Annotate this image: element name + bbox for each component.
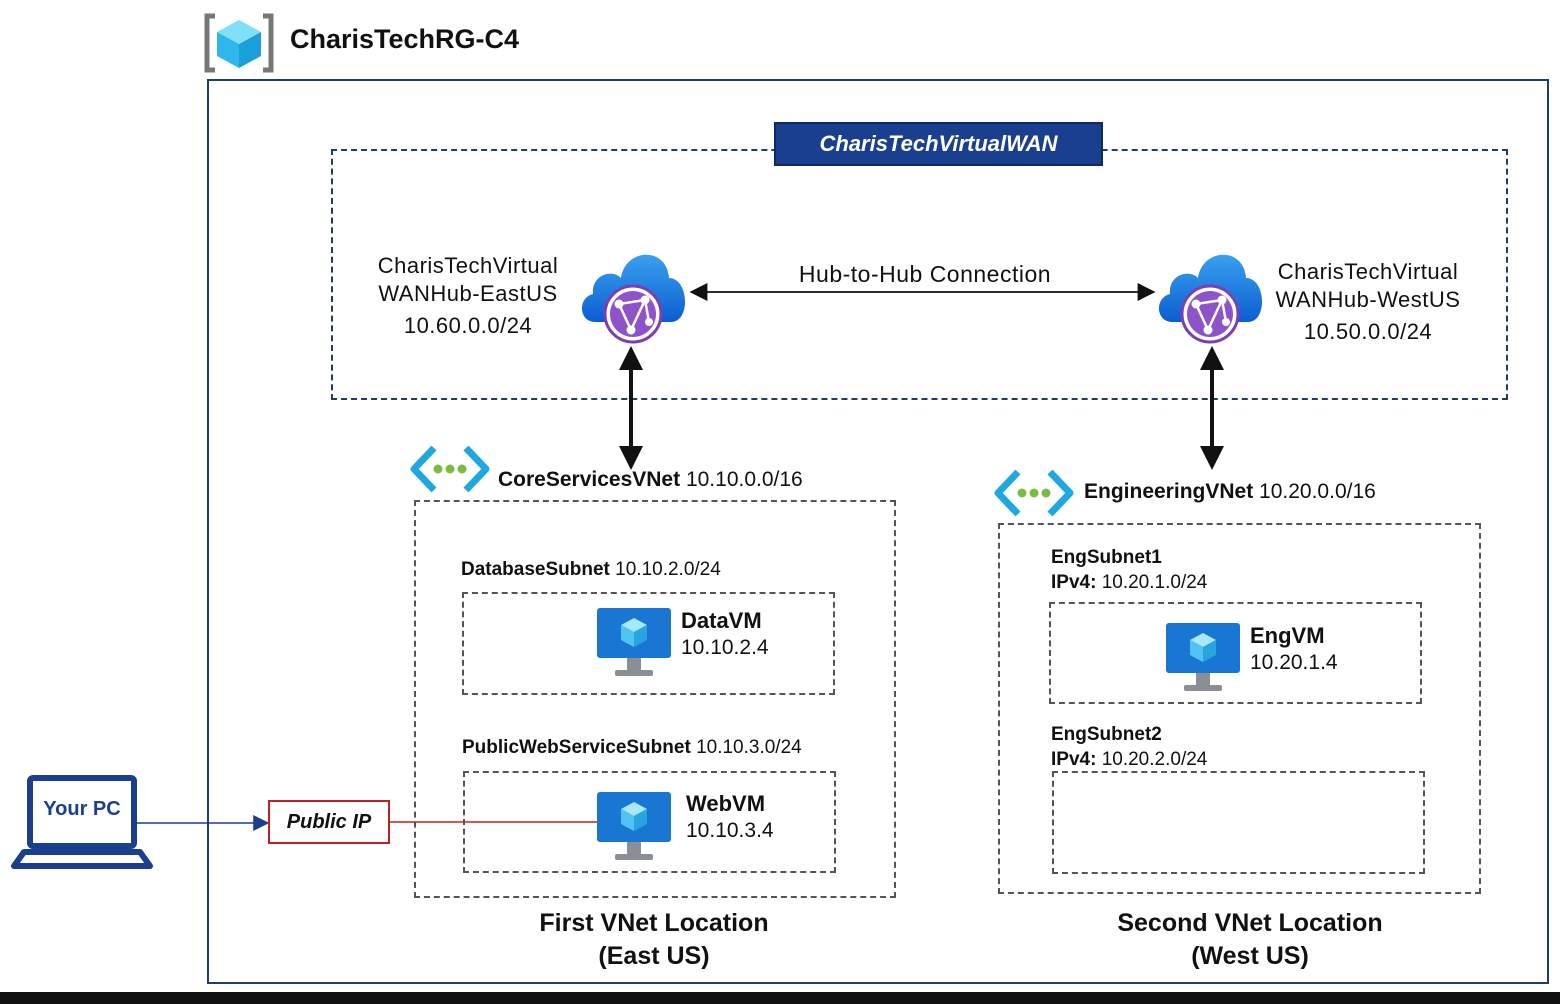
laptop-icon [11,775,153,869]
engvm-label: EngVM 10.20.1.4 [1250,623,1338,675]
engsubnet1-boundary [1049,602,1422,704]
webservice-subnet-cidr: 10.10.3.0/24 [696,737,802,758]
webservice-subnet-title: PublicWebServiceSubnet 10.10.3.0/24 [462,737,802,759]
core-vnet-cidr: 10.10.0.0/16 [685,468,803,491]
hub-west-name-line2: WANHub-WestUS [1275,287,1461,312]
hub-west-name-line1: CharisTechVirtual [1277,259,1459,284]
datavm-monitor-icon [597,608,671,676]
hub-east-name-line2: WANHub-EastUS [378,281,558,306]
your-pc-label: Your PC [43,798,121,820]
eng-vnet-title: EngineeringVNet 10.20.0.0/16 [1084,480,1376,504]
engvm-monitor-icon [1166,623,1240,691]
hub-west-virtual-hub-cloud-icon [1158,254,1263,344]
second-location-line1: Second VNet Location [1117,909,1383,937]
database-subnet-name: DatabaseSubnet [461,559,610,580]
bottom-edge-bar [0,992,1560,1004]
hub-connection-label: Hub-to-Hub Connection [798,261,1052,287]
webvm-monitor-icon [597,792,671,860]
engsubnet1-ipv4-label: IPv4: [1051,572,1097,593]
engsubnet1-name: EngSubnet1 [1051,547,1162,568]
resource-group-cube-icon [204,13,274,73]
hub-east-cidr: 10.60.0.0/24 [403,313,533,338]
first-location-line2: (East US) [598,942,710,970]
engsubnet2-boundary [1052,771,1425,874]
engsubnet1-cidr: 10.20.1.0/24 [1101,572,1208,593]
engvm-ip: 10.20.1.4 [1250,651,1338,674]
engsubnet2-cidr: 10.20.2.0/24 [1101,749,1208,770]
first-location-line1: First VNet Location [539,909,769,937]
database-subnet-cidr: 10.10.2.0/24 [615,559,721,580]
engsubnet2-title: EngSubnet2 IPv4: 10.20.2.0/24 [1051,722,1207,772]
engvm-name: EngVM [1250,623,1325,648]
webservice-subnet-name: PublicWebServiceSubnet [462,737,691,758]
eng-vnet-boundary [998,523,1481,894]
core-vnet-name: CoreServicesVNet [498,468,681,491]
second-vnet-location-label: Second VNet Location (West US) [1070,907,1430,973]
datavm-name: DataVM [681,608,762,633]
hub-east-name-line1: CharisTechVirtual [377,253,559,278]
second-location-line2: (West US) [1191,942,1309,970]
core-vnet-icon [410,445,490,493]
hub-east-label: CharisTechVirtual WANHub-EastUS 10.60.0.… [362,252,574,340]
engsubnet1-title: EngSubnet1 IPv4: 10.20.1.0/24 [1051,545,1207,595]
eng-vnet-cidr: 10.20.0.0/16 [1259,480,1376,503]
webvm-name: WebVM [686,791,766,816]
database-subnet-boundary [462,592,835,695]
webservice-subnet-boundary [463,771,836,873]
engsubnet2-name: EngSubnet2 [1051,724,1162,745]
eng-vnet-name: EngineeringVNet [1084,480,1254,503]
engsubnet1-ipv4: IPv4: 10.20.1.0/24 [1051,570,1207,595]
datavm-label: DataVM 10.10.2.4 [681,608,769,660]
webvm-label: WebVM 10.10.3.4 [686,791,774,843]
engsubnet2-ipv4-label: IPv4: [1051,749,1097,770]
eng-vnet-icon [994,469,1074,517]
resource-group-title: CharisTechRG-C4 [290,24,520,54]
hub-west-cidr: 10.50.0.0/24 [1303,319,1433,344]
hub-west-label: CharisTechVirtual WANHub-WestUS 10.50.0.… [1262,258,1474,346]
hub-east-virtual-hub-cloud-icon [581,254,686,344]
database-subnet-title: DatabaseSubnet 10.10.2.0/24 [461,559,721,581]
core-vnet-title: CoreServicesVNet 10.10.0.0/16 [498,468,803,492]
engsubnet2-ipv4: IPv4: 10.20.2.0/24 [1051,747,1207,772]
core-vnet-boundary [414,500,896,898]
public-ip-box: Public IP [268,800,390,844]
webvm-ip: 10.10.3.4 [686,819,774,842]
resource-group-boundary [207,79,1549,984]
first-vnet-location-label: First VNet Location (East US) [494,907,814,973]
datavm-ip: 10.10.2.4 [681,636,769,659]
virtual-wan-label: CharisTechVirtualWAN [774,122,1103,166]
